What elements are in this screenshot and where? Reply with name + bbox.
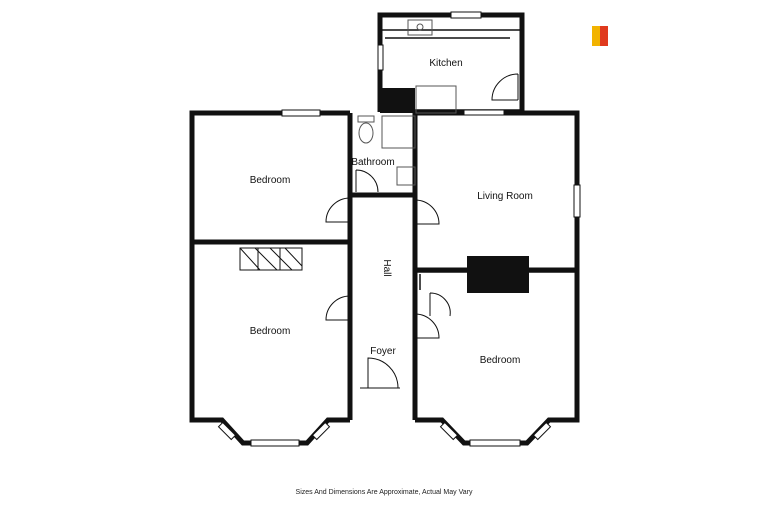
- label-kitchen: Kitchen: [429, 58, 462, 69]
- bedroom-top-walls: [189, 110, 350, 245]
- toilet: [358, 122, 374, 144]
- label-bedroom-bottom-left: Bedroom: [250, 326, 291, 337]
- label-foyer: Foyer: [370, 346, 396, 357]
- door-cupboard: [429, 292, 451, 317]
- door-bedroom-bottom-right: [414, 313, 440, 339]
- label-bedroom-top: Bedroom: [250, 175, 291, 186]
- door-front: [360, 357, 400, 389]
- brand-logo: [592, 26, 732, 48]
- walls: [189, 12, 580, 446]
- label-living-room: Living Room: [477, 191, 533, 202]
- bedroom-bottom-left-walls: [189, 242, 350, 446]
- label-bedroom-bottom-right: Bedroom: [480, 355, 521, 366]
- chimney-living: [467, 256, 529, 293]
- logo-bar-red: [600, 26, 608, 46]
- chimney-kitchen: [380, 88, 415, 113]
- kitchen-counter: [415, 85, 457, 114]
- windows: [217, 11, 581, 447]
- logo-bar-yellow: [592, 26, 601, 46]
- door-bathroom: [355, 169, 379, 193]
- door-living: [414, 199, 440, 225]
- label-hall: Hall: [381, 259, 392, 276]
- door-kitchen: [491, 73, 519, 101]
- interior-lines: [380, 29, 577, 290]
- door-bedroom-bottom-left: [325, 295, 351, 321]
- bedroom-bottom-right-walls: [415, 270, 580, 446]
- label-bathroom: Bathroom: [351, 157, 394, 168]
- doors: [325, 73, 519, 389]
- kitchen-sink: [407, 19, 433, 36]
- disclaimer-text: Sizes And Dimensions Are Approximate, Ac…: [295, 489, 473, 496]
- door-bedroom-top: [325, 197, 351, 223]
- fireplace-hatch: [239, 247, 303, 271]
- fixtures: [357, 19, 457, 186]
- bath-sink: [396, 166, 416, 186]
